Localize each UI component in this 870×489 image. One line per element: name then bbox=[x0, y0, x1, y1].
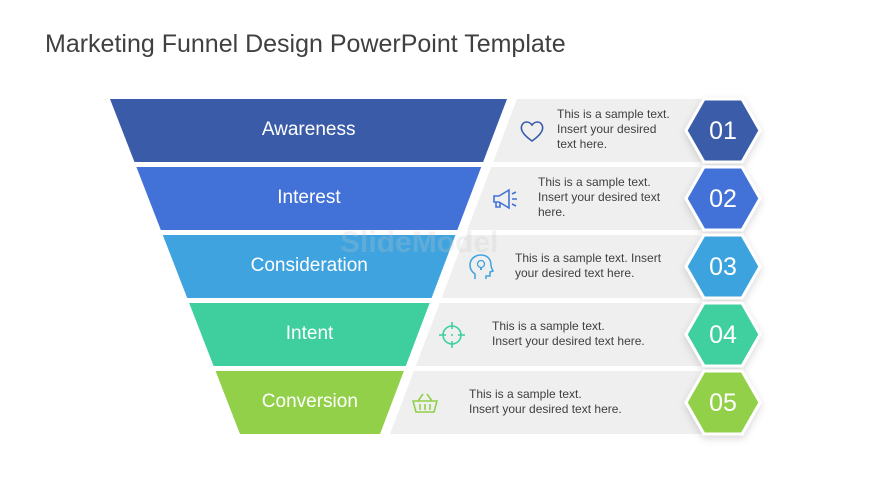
number-hexagon bbox=[684, 301, 762, 368]
number-hexagon bbox=[684, 233, 762, 300]
stage-description: This is a sample text.Insert your desire… bbox=[557, 107, 670, 152]
description-line: This is a sample text. bbox=[469, 386, 582, 401]
number-hexagon bbox=[684, 165, 762, 232]
description-line: This is a sample text. Insert bbox=[515, 250, 662, 265]
stage-label: Consideration bbox=[250, 254, 368, 276]
stage-label: Awareness bbox=[261, 118, 356, 140]
stage-label: Conversion bbox=[261, 390, 358, 412]
stage-label: Interest bbox=[277, 186, 341, 208]
stage-number: 04 bbox=[709, 320, 737, 349]
description-line: Insert your desired text here. bbox=[469, 401, 622, 416]
funnel-band-awareness bbox=[110, 99, 507, 162]
description-line: This is a sample text. bbox=[538, 175, 651, 189]
funnel-band-interest bbox=[136, 167, 482, 230]
description-panel bbox=[467, 167, 735, 230]
stage-description: This is a sample text.Insert your desire… bbox=[469, 387, 622, 417]
stage-number: 01 bbox=[709, 116, 737, 145]
heart-icon bbox=[517, 116, 547, 146]
basket-icon bbox=[410, 388, 440, 418]
description-line: This is a sample text. bbox=[557, 107, 670, 121]
description-line: This is a sample text. bbox=[492, 318, 605, 333]
description-panel bbox=[441, 235, 735, 298]
stage-number: 03 bbox=[709, 252, 737, 281]
watermark: SlideModel bbox=[340, 226, 499, 259]
funnel-band-intent bbox=[189, 303, 430, 366]
description-line: here. bbox=[538, 205, 566, 219]
funnel-band-conversion bbox=[215, 371, 404, 434]
description-line: Insert your desired text bbox=[538, 190, 661, 204]
description-line: Insert your desired bbox=[557, 122, 657, 136]
stage-description: This is a sample text.Insert your desire… bbox=[492, 319, 645, 349]
description-panel bbox=[493, 99, 735, 162]
stage-number: 02 bbox=[709, 184, 737, 213]
funnel-band-consideration bbox=[162, 235, 456, 298]
head-lightbulb-icon bbox=[466, 252, 496, 282]
description-line: your desired text here. bbox=[515, 265, 635, 280]
stage-label: Intent bbox=[285, 322, 334, 344]
description-panel bbox=[415, 303, 735, 366]
description-panel bbox=[390, 371, 735, 434]
stage-description: This is a sample text.Insert your desire… bbox=[538, 175, 660, 220]
number-hexagon bbox=[684, 97, 762, 164]
stage-number: 05 bbox=[709, 388, 737, 417]
description-line: Insert your desired text here. bbox=[492, 333, 645, 348]
target-icon bbox=[437, 320, 467, 350]
number-hexagon bbox=[684, 369, 762, 436]
description-line: text here. bbox=[557, 137, 608, 151]
megaphone-icon bbox=[490, 184, 520, 214]
slide-title: Marketing Funnel Design PowerPoint Templ… bbox=[45, 30, 566, 58]
